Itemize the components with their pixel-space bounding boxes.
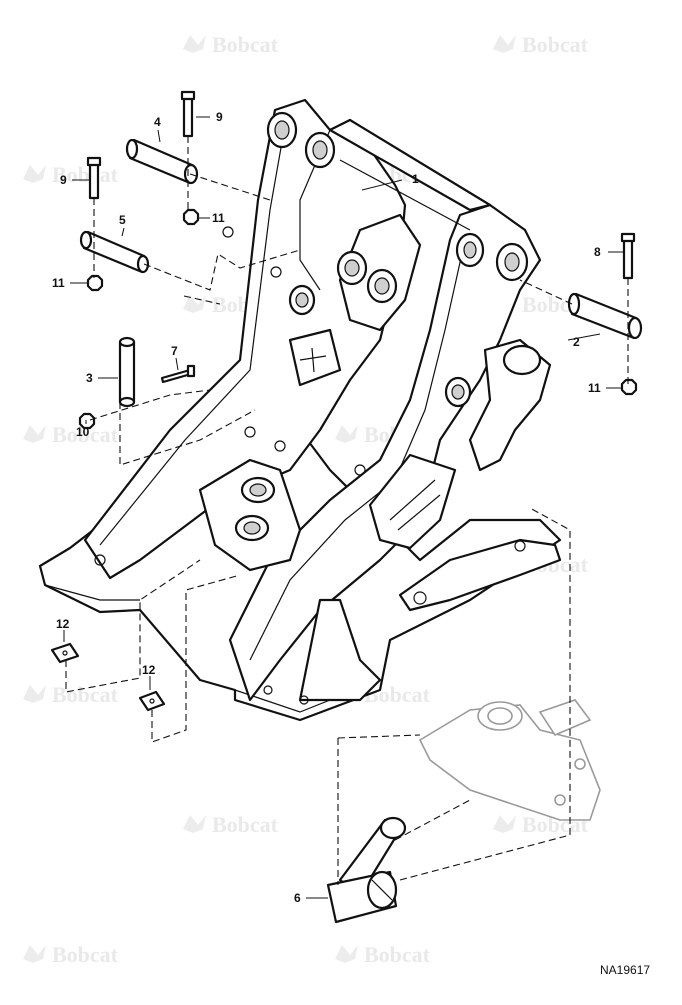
callout-11-left: 11 xyxy=(52,276,65,290)
callout-12-right: 12 xyxy=(142,663,156,677)
bushing xyxy=(444,376,472,408)
bushing xyxy=(266,111,298,149)
watermark: Bobcat xyxy=(23,942,119,967)
callout-1: 1 xyxy=(412,172,419,186)
nut-11-right xyxy=(620,378,638,396)
watermark: Bobcat xyxy=(23,162,119,187)
bolt-9-upper xyxy=(180,90,196,138)
bushing xyxy=(234,514,270,542)
bushing xyxy=(304,131,336,169)
callout-3: 3 xyxy=(86,371,93,385)
svg-text:Bobcat: Bobcat xyxy=(52,162,119,187)
watermark: Bobcat xyxy=(335,942,431,967)
nut-11-upper xyxy=(182,208,200,226)
pin-3 xyxy=(118,336,136,408)
rear-axle-housing xyxy=(418,699,601,821)
callouts: 1 2 3 4 5 6 7 8 9 9 10 11 11 11 12 12 xyxy=(52,110,601,905)
bolt-8 xyxy=(620,232,636,280)
callout-9-left: 9 xyxy=(60,173,67,187)
pin-4 xyxy=(125,138,199,185)
svg-text:Bobcat: Bobcat xyxy=(52,682,119,707)
watermark: Bobcat xyxy=(23,682,119,707)
nut-10 xyxy=(78,412,96,430)
nut-11-left xyxy=(86,274,104,292)
svg-text:Bobcat: Bobcat xyxy=(212,32,279,57)
callout-10: 10 xyxy=(76,425,90,439)
svg-text:Bobcat: Bobcat xyxy=(212,812,279,837)
link-arm-6 xyxy=(326,816,407,924)
bushing xyxy=(366,268,398,304)
clip-12-left xyxy=(50,642,80,664)
callout-11-right: 11 xyxy=(588,381,601,395)
callout-7: 7 xyxy=(171,344,178,358)
callout-4: 4 xyxy=(154,115,161,129)
watermark: Bobcat xyxy=(183,32,279,57)
callout-11-upper: 11 xyxy=(212,211,225,225)
watermark: Bobcat xyxy=(183,812,279,837)
watermark: Bobcat xyxy=(493,32,589,57)
leader-lines xyxy=(63,116,624,899)
pin-5 xyxy=(79,230,150,274)
figure-reference: NA19617 xyxy=(600,963,650,977)
bushing xyxy=(336,250,368,286)
callout-2: 2 xyxy=(573,335,580,349)
bolt-7 xyxy=(160,364,196,384)
svg-text:Bobcat: Bobcat xyxy=(52,942,119,967)
bushing xyxy=(455,232,485,268)
callout-8: 8 xyxy=(594,245,601,259)
callout-9-upper: 9 xyxy=(216,110,223,124)
callout-6: 6 xyxy=(294,891,301,905)
pin-2 xyxy=(567,292,643,340)
callout-5: 5 xyxy=(119,213,126,227)
svg-text:Bobcat: Bobcat xyxy=(522,32,589,57)
clip-12-right xyxy=(138,690,166,712)
callout-12-left: 12 xyxy=(56,617,70,631)
bushing xyxy=(288,284,316,316)
bushing xyxy=(495,242,529,282)
assembly-dashes xyxy=(65,136,629,885)
bushing xyxy=(240,476,276,504)
main-frame xyxy=(38,98,562,722)
svg-text:Bobcat: Bobcat xyxy=(364,942,431,967)
bolt-9-left xyxy=(86,156,102,200)
watermark: Bobcat xyxy=(23,422,119,447)
